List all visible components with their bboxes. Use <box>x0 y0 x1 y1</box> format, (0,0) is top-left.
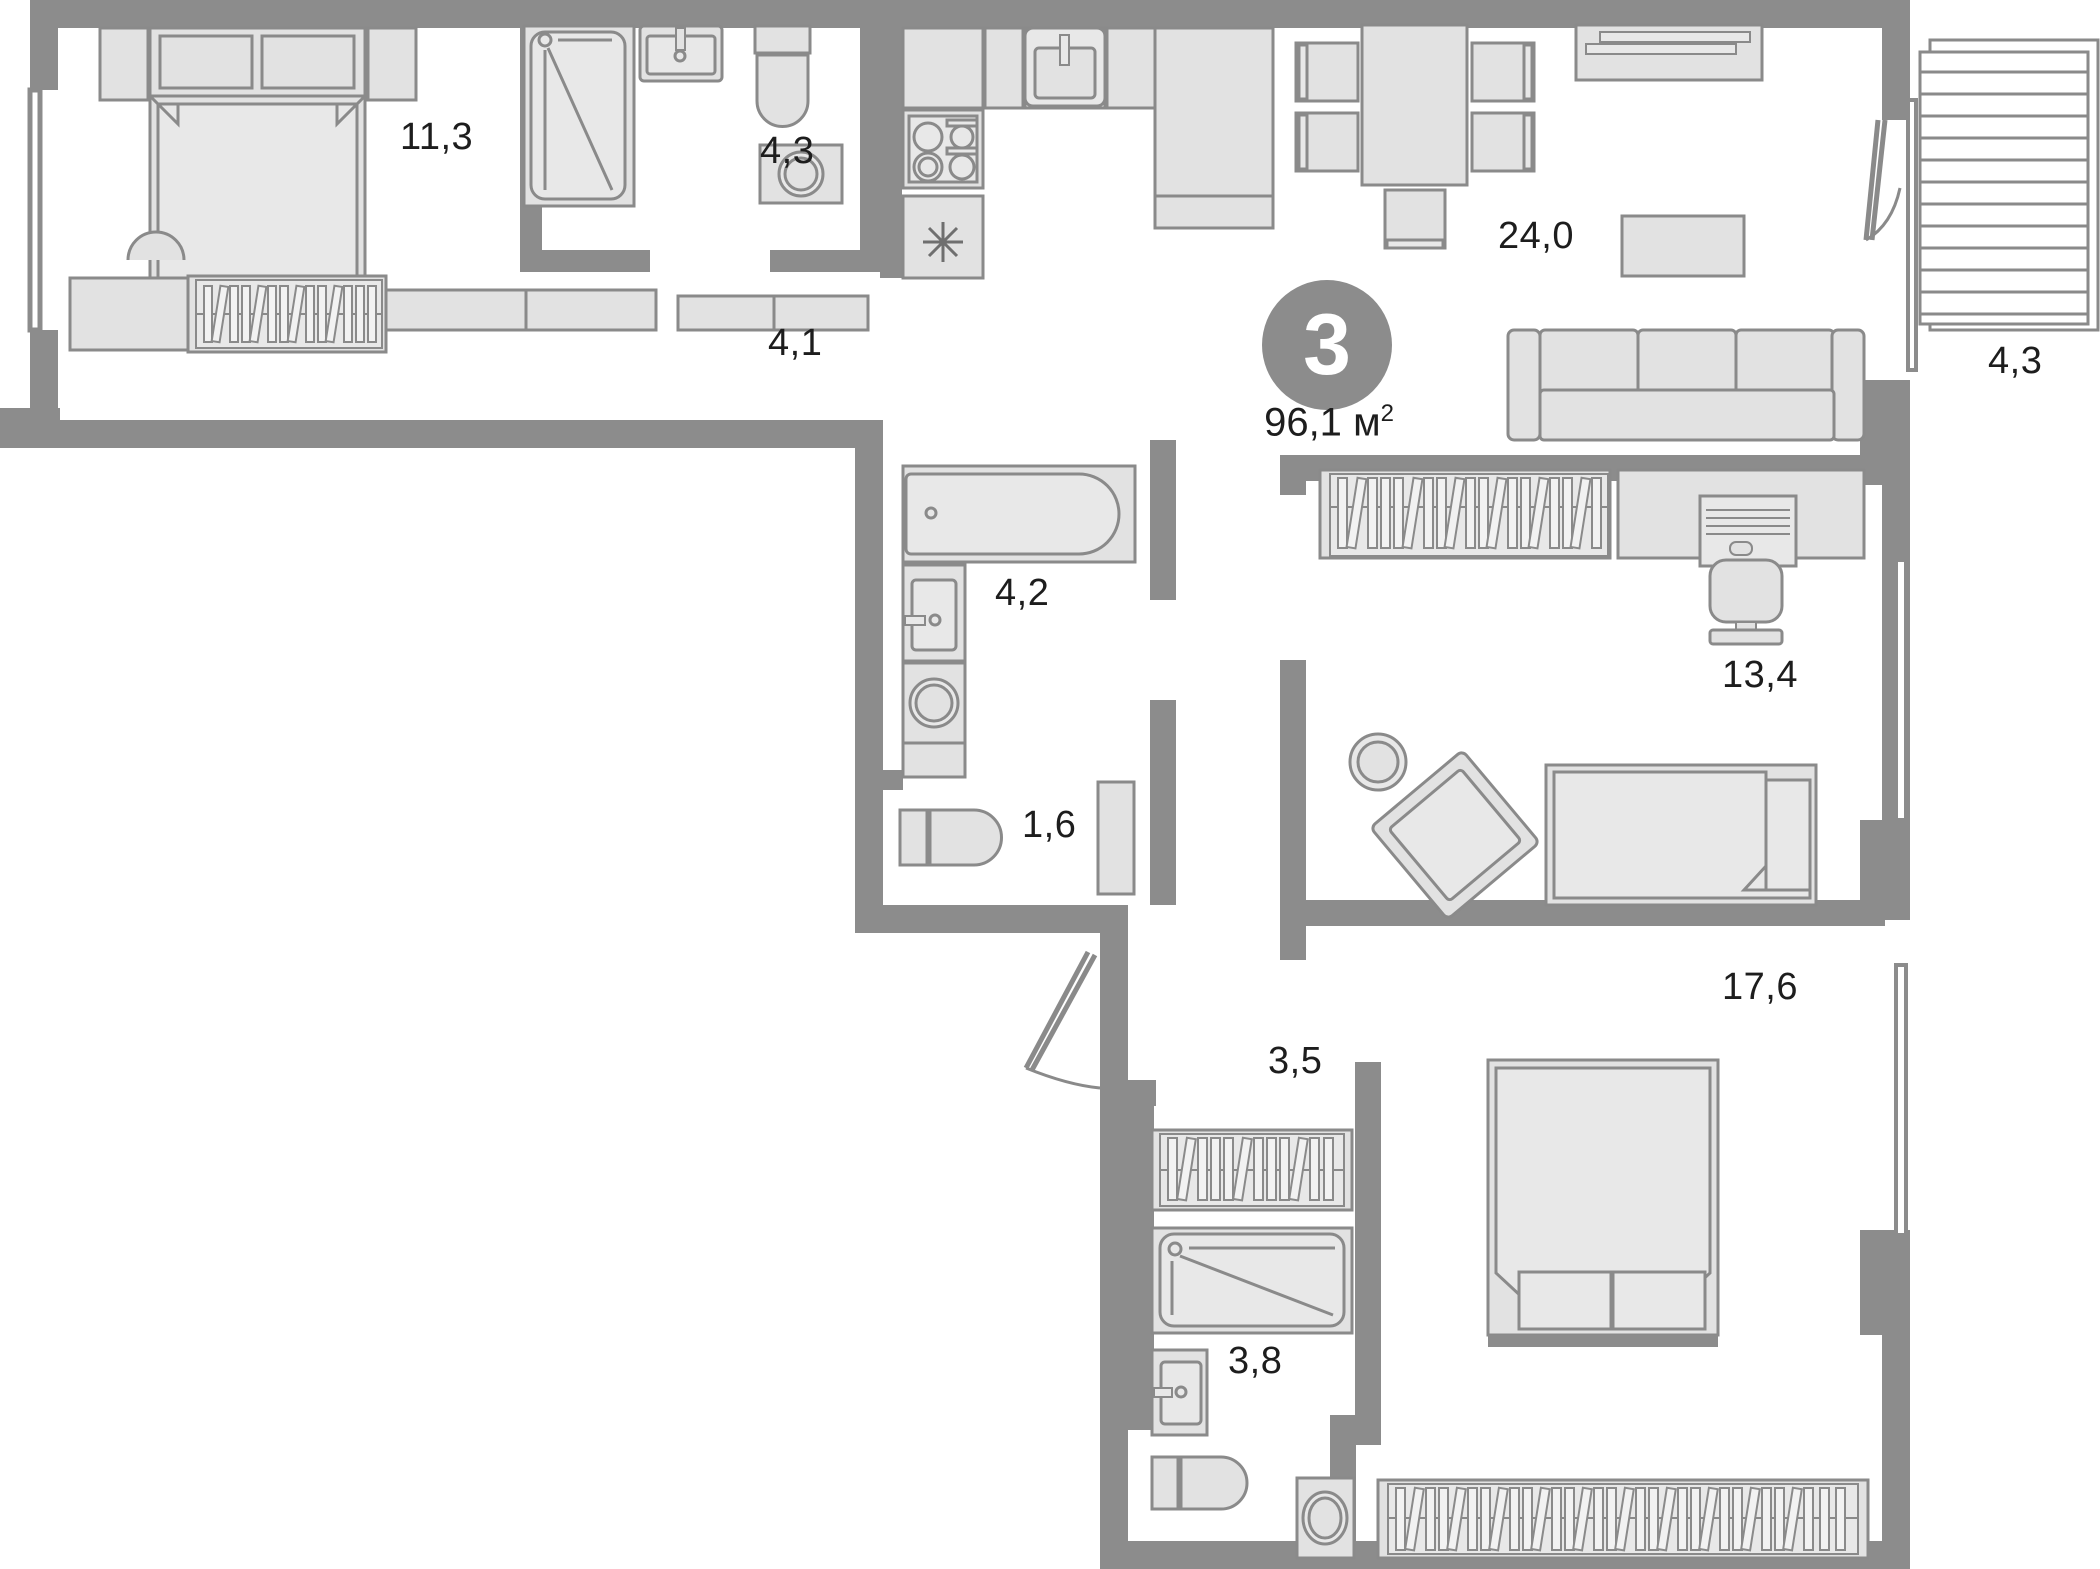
balcony-decking <box>1918 38 2100 332</box>
nightstand-left <box>98 26 150 102</box>
washing-machine-mid <box>901 661 967 779</box>
kitchen-counter <box>901 26 1275 230</box>
double-bed-master <box>1486 1058 1720 1347</box>
sofa <box>1506 328 1866 442</box>
nightstand-right <box>366 26 418 102</box>
entry-door <box>1023 950 1101 1090</box>
shower-tray-top-bathroom <box>522 24 636 208</box>
balcony-door <box>1863 119 1902 242</box>
dining-table <box>1360 23 1469 187</box>
total-area-label: 96,1 м2 <box>1255 400 1403 445</box>
area-label-hallway: 4,1 <box>768 322 823 364</box>
tv-panel <box>1620 214 1746 278</box>
rooms-count-badge: 3 <box>1262 280 1392 410</box>
washbasin-mid <box>901 563 967 663</box>
kitchen-sink <box>1023 26 1107 108</box>
interior-walls <box>520 28 882 448</box>
toilet-wc <box>898 780 1136 896</box>
bookshelf-study <box>1318 468 1612 560</box>
area-label-bathroom-bottom: 3,8 <box>1228 1340 1283 1382</box>
total-area-value: 96,1 <box>1264 400 1342 445</box>
bathtub-mid <box>901 464 1137 564</box>
area-label-living-kitchen: 24,0 <box>1498 215 1574 257</box>
area-label-bedroom-right-top: 13,4 <box>1722 654 1798 696</box>
washing-machine-bottom <box>1295 1476 1356 1560</box>
area-label-balcony: 4,3 <box>1988 340 2043 382</box>
washbasin-bottom <box>1150 1348 1209 1437</box>
desk-with-computer <box>1616 468 1866 568</box>
wardrobe-hallway <box>186 274 870 354</box>
area-label-wc: 1,6 <box>1022 804 1077 846</box>
kitchen-cooktop <box>901 108 985 190</box>
area-label-bathroom-mid: 4,2 <box>995 572 1050 614</box>
office-chair <box>1708 558 1784 646</box>
area-label-bedroom-master: 17,6 <box>1722 966 1798 1008</box>
total-area-unit-exponent: 2 <box>1380 400 1394 427</box>
rooms-count-value: 3 <box>1303 297 1351 393</box>
dining-chairs <box>1294 41 1536 250</box>
area-label-storage: 3,5 <box>1268 1040 1323 1082</box>
toilet-bottom <box>1150 1455 1249 1511</box>
armchair <box>1371 751 1539 919</box>
fridge <box>901 194 985 280</box>
area-label-bedroom-left: 11,3 <box>400 116 474 158</box>
single-bed <box>1544 763 1818 907</box>
total-area-unit: м <box>1353 400 1381 445</box>
bookshelf-storage <box>1150 1128 1354 1212</box>
windows <box>1894 98 1918 1237</box>
side-table-round <box>1348 732 1408 792</box>
area-label-bathroom-top: 4,3 <box>760 130 815 172</box>
washing-machine-top-bathroom <box>758 143 844 205</box>
washbasin-top-bathroom <box>638 24 724 83</box>
wardrobe-bottom <box>1376 1478 1870 1560</box>
toilet-top-bathroom <box>753 24 812 128</box>
tv-media-unit <box>1574 23 1764 82</box>
console-hallway <box>68 230 192 352</box>
shower-tray-bottom <box>1150 1226 1354 1335</box>
